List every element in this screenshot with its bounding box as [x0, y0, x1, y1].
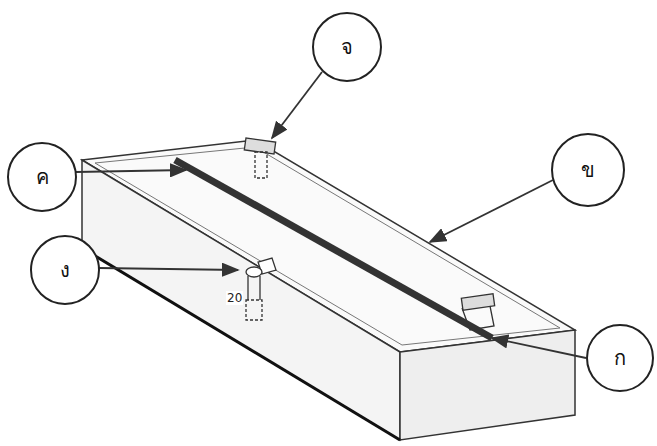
callout-circle: ค [7, 142, 77, 212]
callout-circle: ง [30, 235, 100, 305]
callout-letter: จ [341, 31, 353, 63]
dimension-label: 20 [226, 291, 243, 305]
callout-letter: ค [36, 161, 49, 193]
callout-circle: ก [586, 324, 654, 392]
callout-letter: ข [581, 154, 595, 186]
callout-circle: จ [312, 12, 382, 82]
callout-letter: ก [614, 342, 626, 374]
callout-letter: ง [60, 254, 70, 286]
callout-circle: ข [551, 133, 625, 207]
